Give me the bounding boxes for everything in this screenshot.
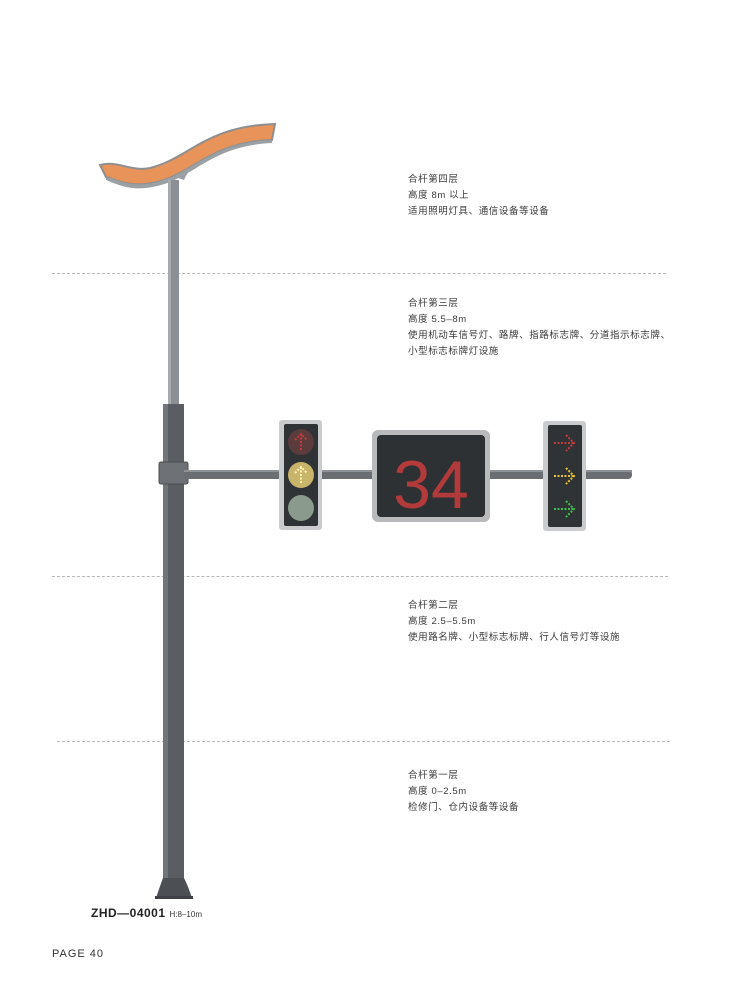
product-code: ZHD—04001 <box>91 906 166 920</box>
lower-pole <box>163 404 184 890</box>
layer-1-usage: 检修门、仓内设备等设备 <box>408 802 520 813</box>
layer-4-description: 合杆第四层 高度 8m 以上 适用照明灯具、通信设备等设备 <box>408 172 549 220</box>
layer-divider-2-1 <box>57 741 670 742</box>
right-arrow-yellow <box>554 467 576 485</box>
countdown-display <box>372 430 490 522</box>
layer-4-usage: 适用照明灯具、通信设备等设备 <box>408 206 550 217</box>
traffic-light-right <box>543 421 586 531</box>
layer-divider-3-2 <box>52 576 668 577</box>
layer-2-title: 合杆第二层 <box>408 600 459 611</box>
layer-2-height: 高度 2.5–5.5m <box>408 616 476 627</box>
layer-3-height: 高度 5.5–8m <box>408 314 467 325</box>
page-number: PAGE 40 <box>52 948 105 960</box>
layer-3-title: 合杆第三层 <box>408 298 459 309</box>
lamp-head <box>98 122 277 186</box>
layer-3-usage: 使用机动车信号灯、路牌、指路标志牌、分道指示标志牌、 <box>408 330 671 341</box>
layer-4-height: 高度 8m 以上 <box>408 190 470 201</box>
right-arrow-green <box>554 500 576 518</box>
layer-3-description: 合杆第三层 高度 5.5–8m 使用机动车信号灯、路牌、指路标志牌、分道指示标志… <box>408 296 671 360</box>
layer-1-height: 高度 0–2.5m <box>408 786 467 797</box>
right-arrow-red <box>554 434 576 452</box>
layer-4-title: 合杆第四层 <box>408 174 459 185</box>
layer-2-usage: 使用路名牌、小型标志标牌、行人信号灯等设施 <box>408 632 621 643</box>
layer-divider-4-3 <box>52 273 666 274</box>
signal-green-light <box>288 495 314 521</box>
layer-2-description: 合杆第二层 高度 2.5–5.5m 使用路名牌、小型标志标牌、行人信号灯等设施 <box>408 598 620 646</box>
layer-3-usage-cont: 小型标志标牌灯设施 <box>408 346 499 357</box>
pole-clamp <box>158 461 189 485</box>
countdown-value: 34 <box>393 447 469 523</box>
layer-1-description: 合杆第一层 高度 0–2.5m 检修门、仓内设备等设备 <box>408 768 519 816</box>
layer-1-title: 合杆第一层 <box>408 770 459 781</box>
traffic-light-left <box>279 420 322 530</box>
upper-pole <box>168 180 179 406</box>
pole-base <box>156 878 192 898</box>
product-height: H:8–10m <box>169 910 202 919</box>
